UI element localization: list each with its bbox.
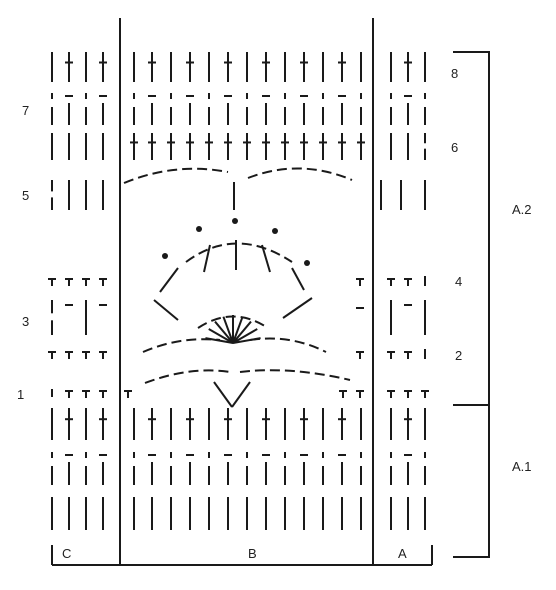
bracket-a2 — [453, 51, 490, 406]
picot-dot — [272, 228, 278, 234]
chain-arch-left-1 — [144, 369, 231, 384]
row-label-3: 3 — [22, 314, 29, 329]
chart-frame — [51, 18, 433, 566]
small-fan-spoke — [232, 316, 244, 344]
chain-arch-right-2 — [249, 337, 327, 353]
v-stitch-right — [231, 381, 251, 408]
small-fan-spoke — [214, 320, 234, 344]
v-stitch-left — [213, 381, 233, 408]
row-label-2: 2 — [455, 348, 462, 363]
column-label-b: B — [248, 546, 257, 561]
small-fan-spoke — [208, 328, 234, 344]
section-brackets — [453, 51, 490, 558]
picot-dot — [162, 253, 168, 259]
row-label-6: 6 — [451, 140, 458, 155]
row-label-4: 4 — [455, 274, 462, 289]
chain-arch-right — [247, 167, 353, 181]
row-label-8: 8 — [451, 66, 458, 81]
fan-spoke — [203, 244, 211, 273]
fan-side — [282, 297, 313, 319]
chain-arch-left — [123, 167, 229, 184]
column-label-a: A — [398, 546, 407, 561]
section-label-a1: A.1 — [512, 459, 532, 474]
row-label-1: 1 — [17, 387, 24, 402]
fan-motif — [123, 167, 353, 408]
fan-spoke — [291, 267, 305, 291]
picot-dot — [232, 218, 238, 224]
fan-arc-upper — [185, 242, 293, 263]
row-label-7: 7 — [22, 103, 29, 118]
row-label-5: 5 — [22, 188, 29, 203]
small-fan-spoke — [232, 328, 258, 344]
picot-dot — [304, 260, 310, 266]
small-fan-spoke — [232, 320, 252, 344]
section-label-a2: A.2 — [512, 202, 532, 217]
column-label-c: C — [62, 546, 71, 561]
fan-spoke — [261, 244, 271, 273]
picot-dot — [196, 226, 202, 232]
bracket-a1 — [453, 405, 490, 558]
stitch-symbols — [48, 52, 429, 530]
fan-side — [153, 299, 179, 321]
fan-spoke — [159, 267, 179, 293]
small-fan-arc — [197, 315, 269, 329]
small-fan-spoke — [222, 316, 234, 344]
chain-arch-left-2 — [142, 338, 221, 353]
chain-arch-right-1 — [239, 369, 351, 381]
